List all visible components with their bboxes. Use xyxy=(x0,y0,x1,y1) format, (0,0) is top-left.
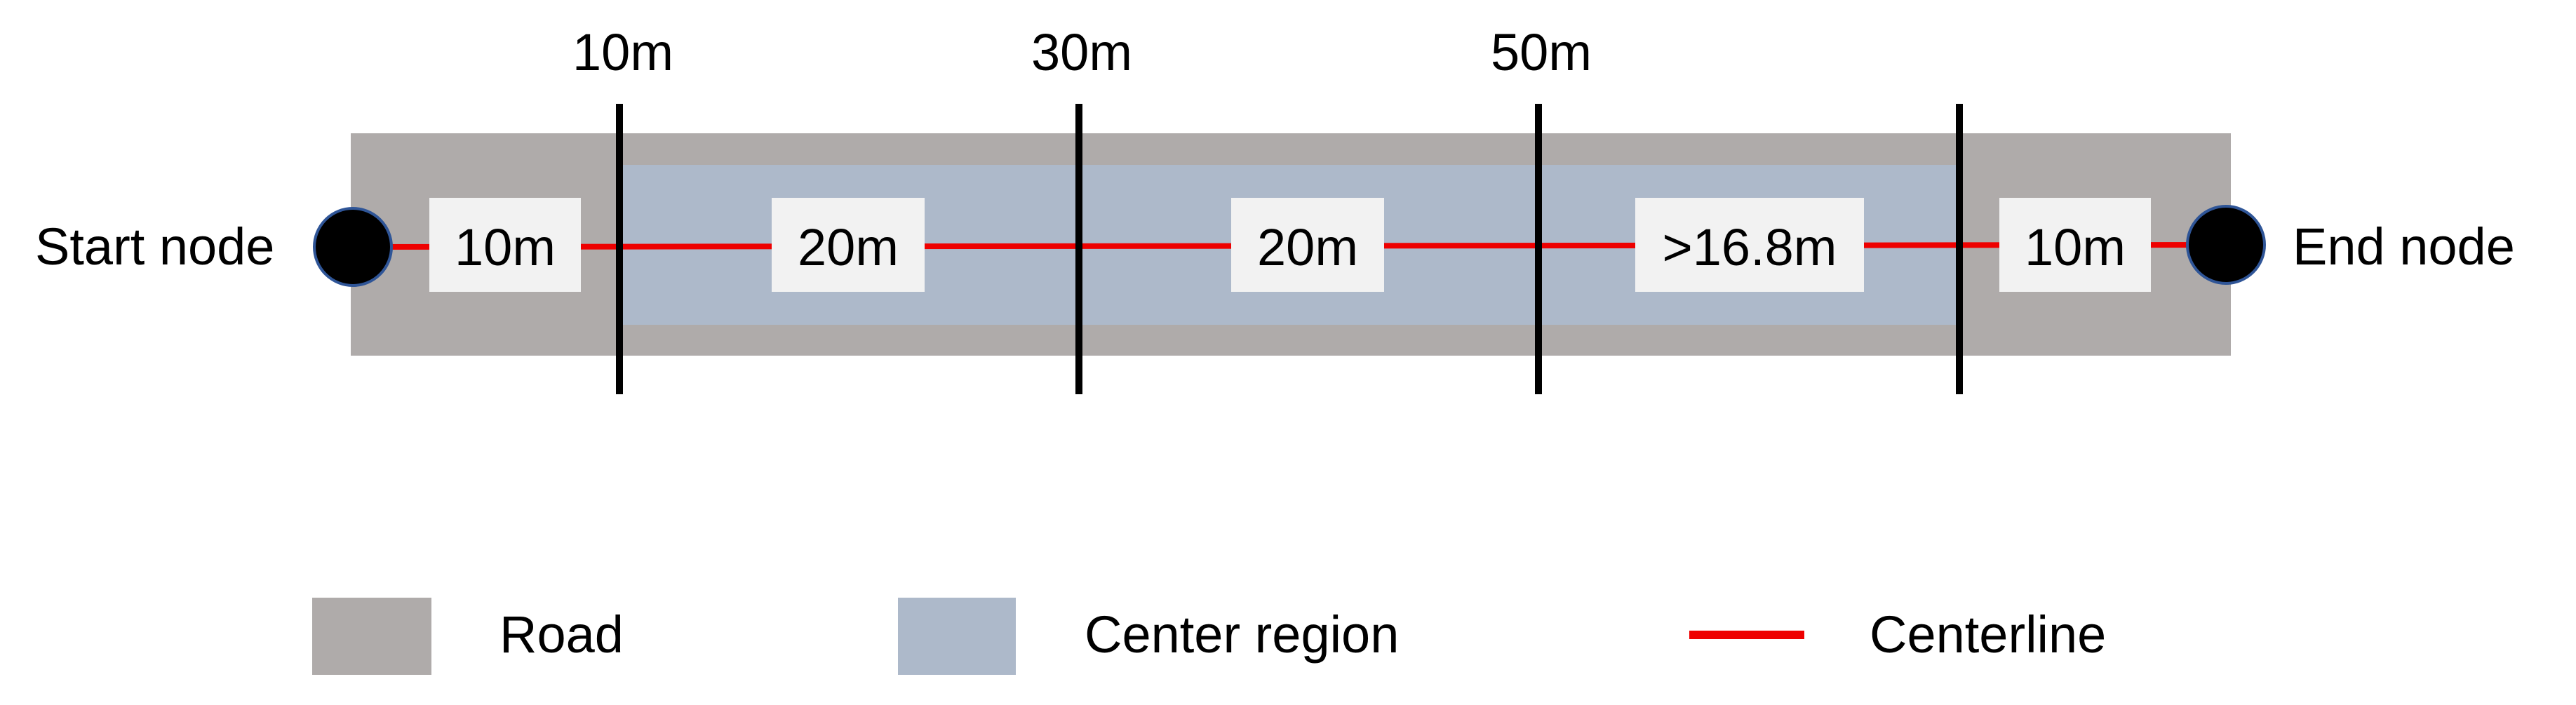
segment-box xyxy=(1635,198,1864,292)
legend-road-swatch xyxy=(312,598,431,675)
segment-label: 20m xyxy=(798,218,899,276)
legend-centerline-label: Centerline xyxy=(1870,605,2106,664)
segment-label: 10m xyxy=(455,218,556,276)
legend-center-region-swatch xyxy=(898,598,1016,675)
segment-box xyxy=(429,198,581,292)
legend-road-label: Road xyxy=(499,605,624,664)
start-node xyxy=(313,207,393,287)
segment-box xyxy=(1231,198,1384,292)
distance-mark: 10m xyxy=(572,23,673,81)
end-node-label: End node xyxy=(2293,217,2515,276)
segment-label: 20m xyxy=(1257,218,1358,276)
segment-box xyxy=(772,198,925,292)
segment-box xyxy=(1999,198,2151,292)
end-node xyxy=(2186,205,2266,285)
distance-mark: 30m xyxy=(1031,23,1132,81)
distance-mark: 50m xyxy=(1491,23,1592,81)
segment-label: 10m xyxy=(2025,218,2126,276)
start-node-label: Start node xyxy=(35,217,274,276)
legend-center-region-label: Center region xyxy=(1085,605,1399,664)
segment-label: >16.8m xyxy=(1663,218,1837,276)
